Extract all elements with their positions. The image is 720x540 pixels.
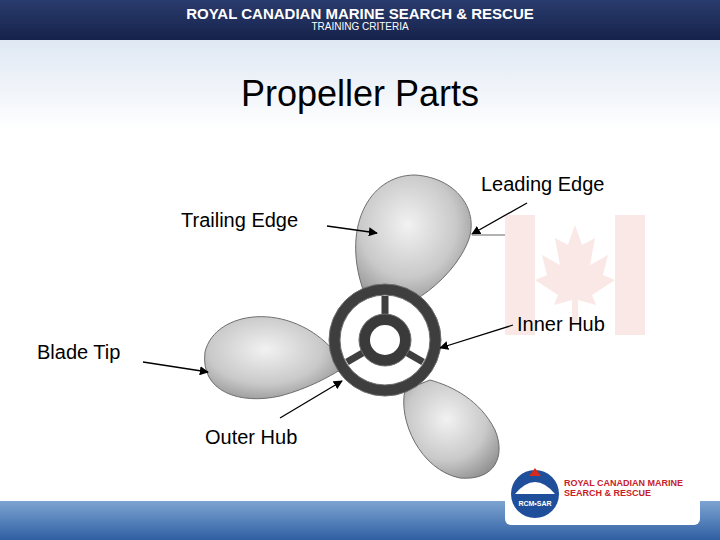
logo-initials: RCM•SAR	[515, 500, 555, 508]
part-label: Inner Hub	[517, 313, 605, 336]
leader-line	[472, 203, 527, 234]
part-label: Trailing Edge	[181, 209, 298, 232]
hub-gap	[340, 295, 430, 385]
slide-title: Propeller Parts	[0, 73, 720, 114]
logo-panel	[505, 463, 700, 525]
leader-lines	[143, 203, 527, 418]
header-text: ROYAL CANADIAN MARINE SEARCH & RESCUE	[0, 5, 720, 22]
blade	[356, 175, 472, 300]
header-subtext: TRAINING CRITERIA	[0, 21, 720, 33]
leader-line	[143, 362, 208, 372]
part-label: Outer Hub	[205, 426, 297, 449]
header-bar	[0, 0, 720, 40]
blade	[404, 380, 499, 478]
logo-text: ROYAL CANADIAN MARINE SEARCH & RESCUE	[564, 478, 699, 499]
leader-line	[327, 226, 377, 233]
inner-hub	[359, 314, 411, 366]
leader-line	[472, 234, 505, 235]
outer-hub	[329, 284, 441, 396]
logo-boat	[515, 482, 555, 494]
logo-leaf	[529, 468, 541, 476]
leader-line	[280, 381, 342, 418]
part-label: Leading Edge	[481, 173, 604, 196]
logo-circle	[511, 470, 559, 518]
spline-bore	[370, 325, 400, 355]
flag-watermark	[505, 215, 645, 335]
header-fade	[0, 40, 720, 130]
hub-spokes	[347, 296, 423, 362]
part-label: Blade Tip	[37, 341, 120, 364]
blade	[205, 317, 340, 399]
leader-line	[440, 325, 513, 348]
